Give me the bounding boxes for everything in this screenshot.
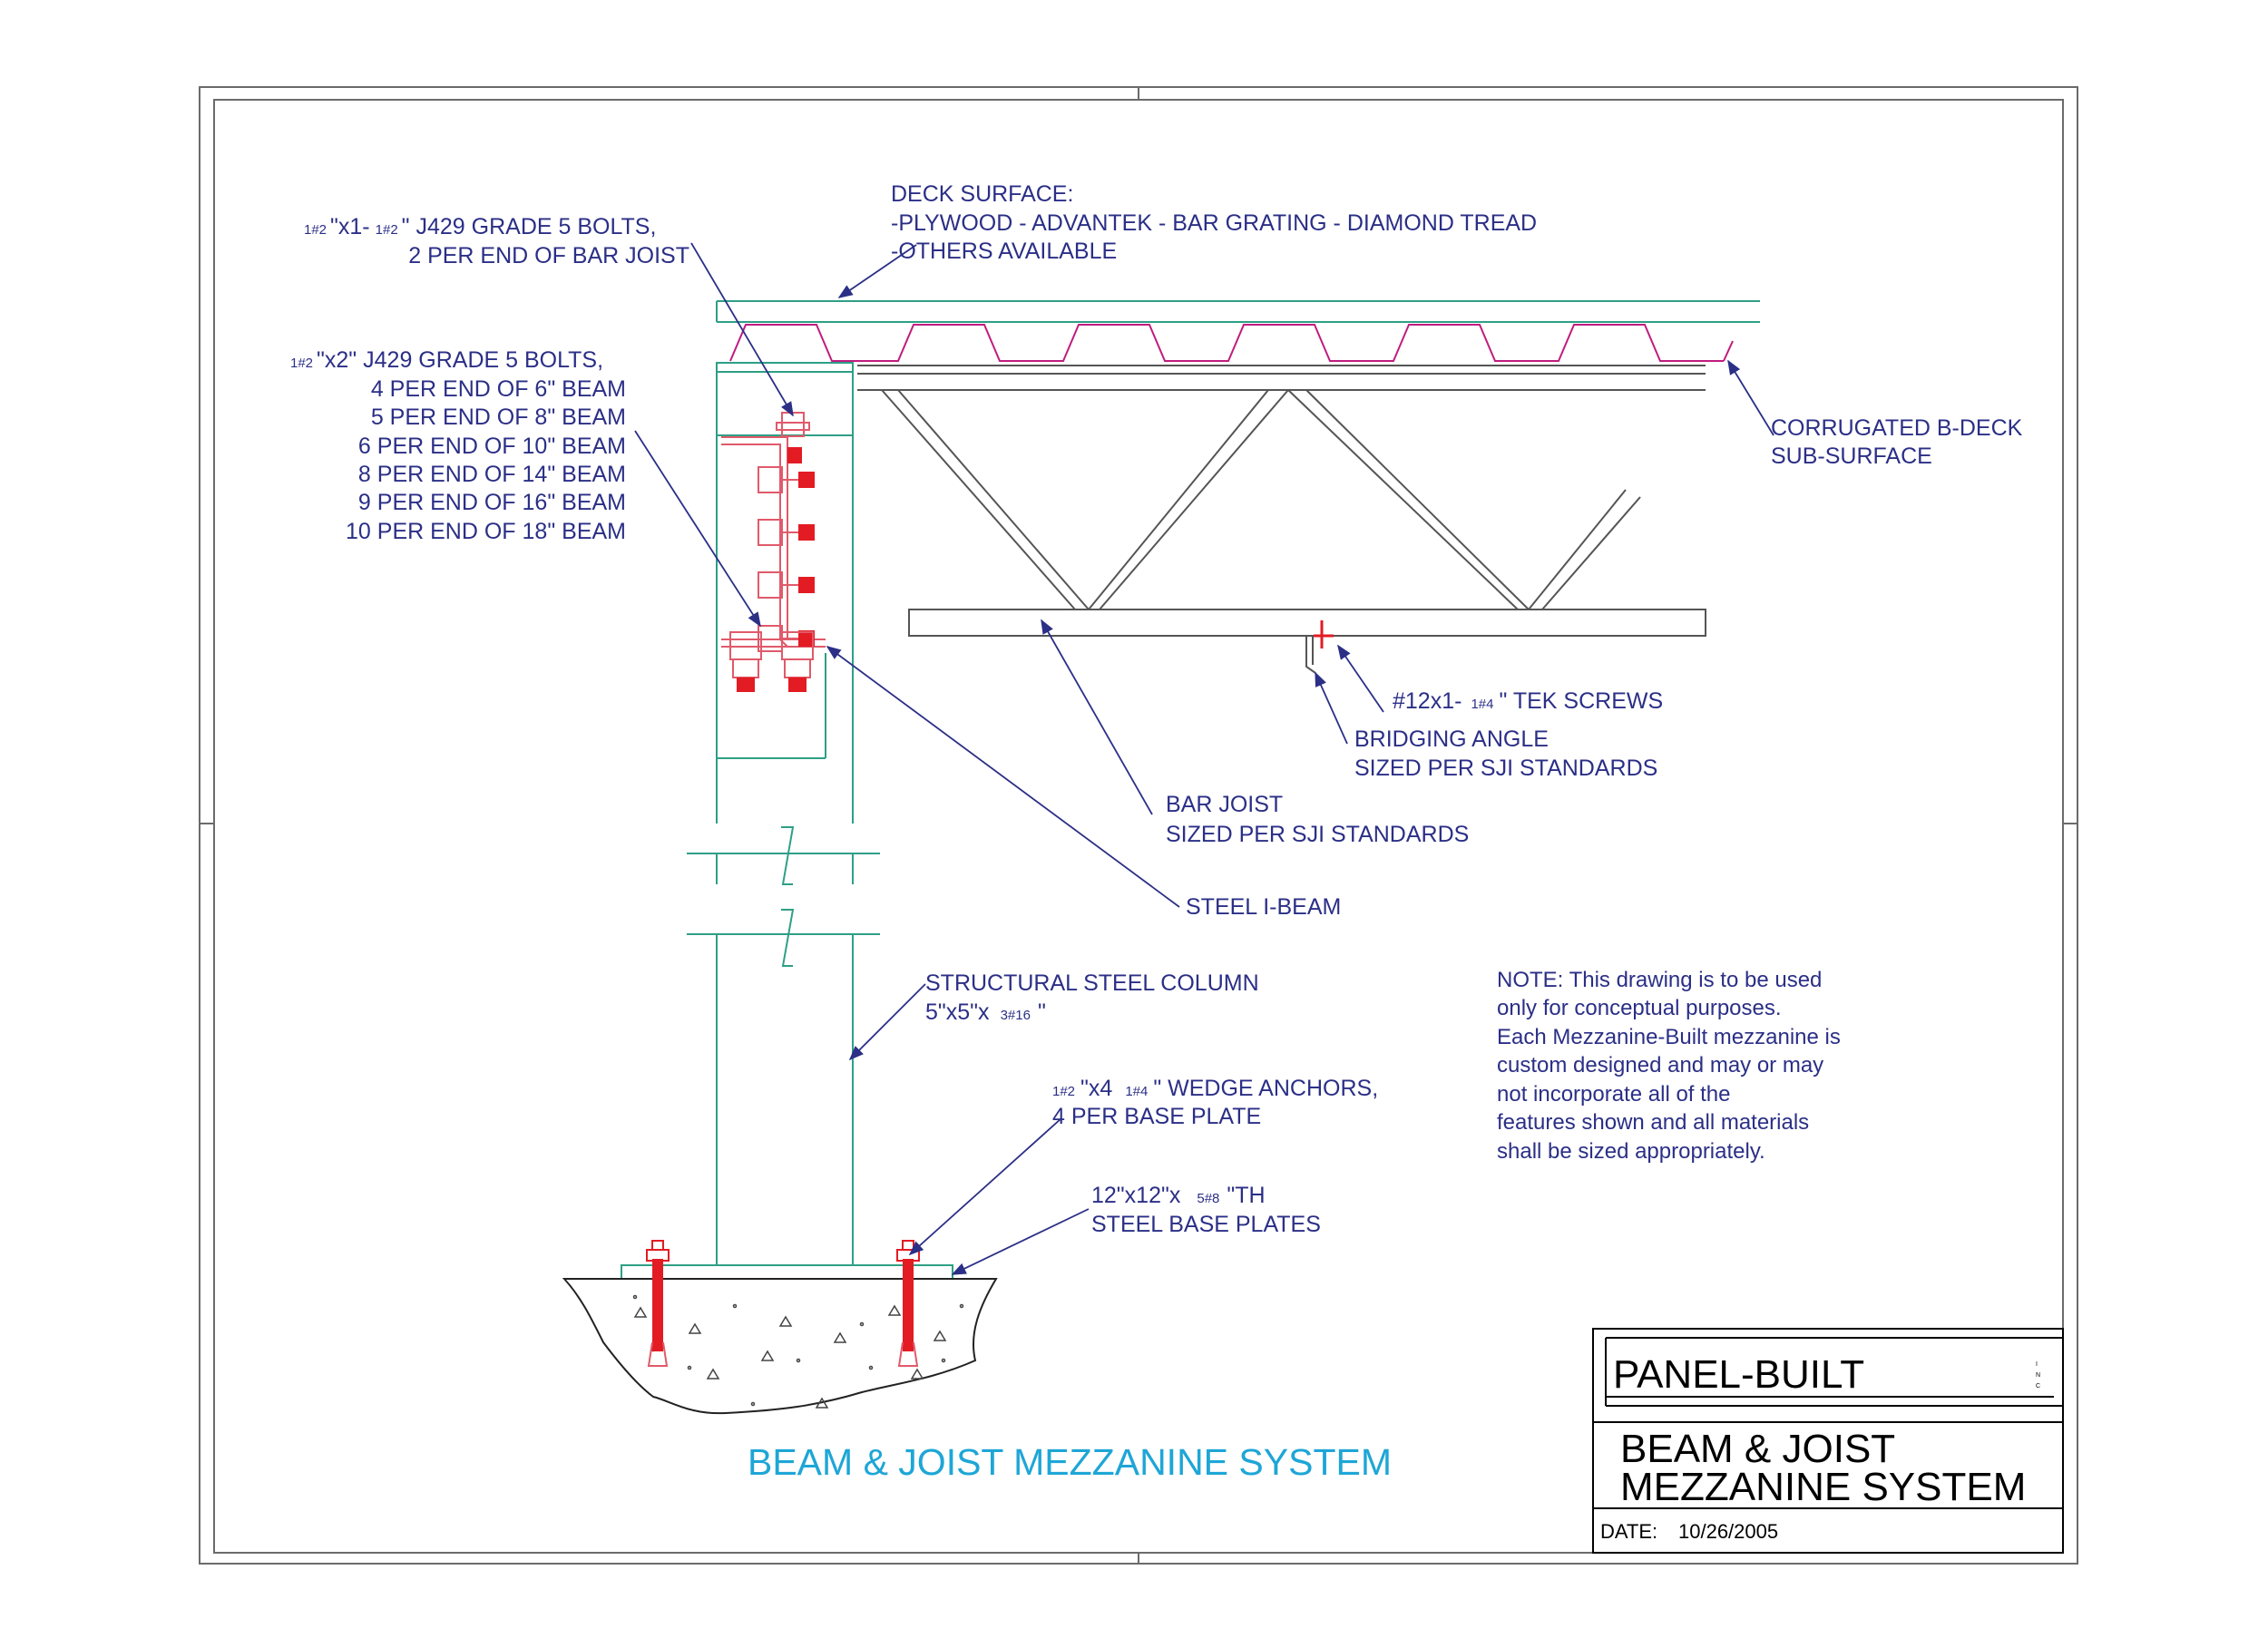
beam-bolts-line: 5 PER END OF 8" BEAM <box>371 405 626 430</box>
drawing-title: BEAM & JOIST MEZZANINE SYSTEM <box>748 1441 1392 1483</box>
svg-text:SUB-SURFACE: SUB-SURFACE <box>1771 444 1932 469</box>
corrugated-deck-label: CORRUGATED B-DECK SUB-SURFACE <box>1771 415 2023 469</box>
deck-surface-label: DECK SURFACE: -PLYWOOD - ADVANTEK - BAR … <box>891 181 1537 264</box>
steel-ibeam-label: STEEL I-BEAM <box>1186 894 1341 920</box>
sheet-border <box>199 86 2078 1565</box>
svg-text:not incorporate all of the: not incorporate all of the <box>1497 1082 1731 1107</box>
bar-joist-label: BAR JOIST SIZED PER SJI STANDARDS <box>1166 792 1469 847</box>
svg-text:SIZED PER SJI STANDARDS: SIZED PER SJI STANDARDS <box>1354 756 1657 781</box>
bar-joist-top-chord <box>857 365 1706 391</box>
svg-text:C: C <box>2036 1383 2040 1389</box>
svg-text:-OTHERS AVAILABLE: -OTHERS AVAILABLE <box>891 239 1117 264</box>
joist-bolts-label: 1#2"x1-1#2" J429 GRADE 5 BOLTS, <box>304 214 656 239</box>
bar-joist-bottom-chord <box>908 609 1706 637</box>
svg-text:N: N <box>2036 1372 2040 1379</box>
svg-text:shall be sized appropriately.: shall be sized appropriately. <box>1497 1139 1765 1164</box>
svg-text:4 PER BASE PLATE: 4 PER BASE PLATE <box>1052 1104 1261 1129</box>
steel-column <box>687 362 880 1265</box>
svg-text:BRIDGING ANGLE: BRIDGING ANGLE <box>1354 726 1549 752</box>
beam-bolts-count-list: 4 PER END OF 6" BEAM 5 PER END OF 8" BEA… <box>346 376 626 544</box>
concrete-aggregate <box>632 1294 964 1409</box>
svg-text:custom designed and may or may: custom designed and may or may <box>1497 1053 1823 1077</box>
tek-screw <box>1314 620 1334 648</box>
date-value: 10/26/2005 <box>1678 1520 1778 1543</box>
svg-text:SIZED PER SJI STANDARDS: SIZED PER SJI STANDARDS <box>1166 822 1469 847</box>
joist-bolts-label-line2: 2 PER END OF BAR JOIST <box>408 243 689 268</box>
svg-text:I: I <box>2036 1361 2038 1368</box>
concrete-footing <box>562 1278 998 1415</box>
bridging-angle <box>1305 636 1316 674</box>
beam-bolts-line: 10 PER END OF 18" BEAM <box>346 519 626 544</box>
svg-text:features shown and all materia: features shown and all materials <box>1497 1110 1809 1135</box>
svg-text:1#2"x41#4" WEDGE ANCHORS,: 1#2"x41#4" WEDGE ANCHORS, <box>1052 1076 1378 1101</box>
beam-bolts-label: 1#2"x2" J429 GRADE 5 BOLTS, <box>290 347 603 373</box>
svg-text:5"x5"x3#16": 5"x5"x3#16" <box>925 999 1046 1025</box>
beam-bolts-line: 8 PER END OF 14" BEAM <box>358 462 626 487</box>
svg-text:-PLYWOOD - ADVANTEK - BAR GRAT: -PLYWOOD - ADVANTEK - BAR GRATING - DIAM… <box>891 210 1537 236</box>
svg-text:STEEL BASE PLATES: STEEL BASE PLATES <box>1091 1212 1321 1237</box>
svg-text:BAR JOIST: BAR JOIST <box>1166 792 1283 817</box>
svg-text:Each Mezzanine-Built mezzanine: Each Mezzanine-Built mezzanine is <box>1497 1025 1841 1049</box>
beam-bolts-line: 4 PER END OF 6" BEAM <box>371 376 626 402</box>
company-inc: I N C <box>2036 1361 2040 1389</box>
svg-text:12"x12"x5#8"TH: 12"x12"x5#8"TH <box>1091 1183 1266 1208</box>
wedge-anchor-right <box>896 1240 920 1367</box>
corrugated-b-deck <box>729 324 1724 362</box>
beam-bolts-line: 6 PER END OF 10" BEAM <box>358 434 626 459</box>
column-cap-bolts <box>729 631 814 692</box>
svg-text:NOTE: This drawing is to be us: NOTE: This drawing is to be used <box>1497 968 1822 992</box>
title-block-title-line1: BEAM & JOIST <box>1620 1427 1895 1471</box>
title-block <box>1592 1328 2064 1554</box>
svg-text:DECK SURFACE:: DECK SURFACE: <box>891 181 1073 207</box>
wedge-anchor-left <box>646 1240 670 1367</box>
tek-screws-label: #12x1-1#4" TEK SCREWS <box>1393 688 1663 714</box>
svg-text:STRUCTURAL STEEL COLUMN: STRUCTURAL STEEL COLUMN <box>925 970 1259 996</box>
steel-i-beam-connection <box>721 436 826 648</box>
deck-surface <box>716 300 1760 323</box>
date-label: DATE: <box>1600 1520 1657 1543</box>
conceptual-note: NOTE: This drawing is to be used only fo… <box>1497 968 1841 1164</box>
svg-text:CORRUGATED B-DECK: CORRUGATED B-DECK <box>1771 415 2023 441</box>
bar-joist-web <box>881 389 1641 610</box>
company-name: PANEL-BUILT <box>1613 1352 1864 1397</box>
beam-bolts-line: 9 PER END OF 16" BEAM <box>358 490 626 515</box>
bridging-angle-label: BRIDGING ANGLE SIZED PER SJI STANDARDS <box>1354 726 1657 781</box>
svg-text:only for conceptual purposes.: only for conceptual purposes. <box>1497 996 1782 1020</box>
title-block-title-line2: MEZZANINE SYSTEM <box>1620 1465 2026 1509</box>
leader-lines <box>634 242 1774 1275</box>
